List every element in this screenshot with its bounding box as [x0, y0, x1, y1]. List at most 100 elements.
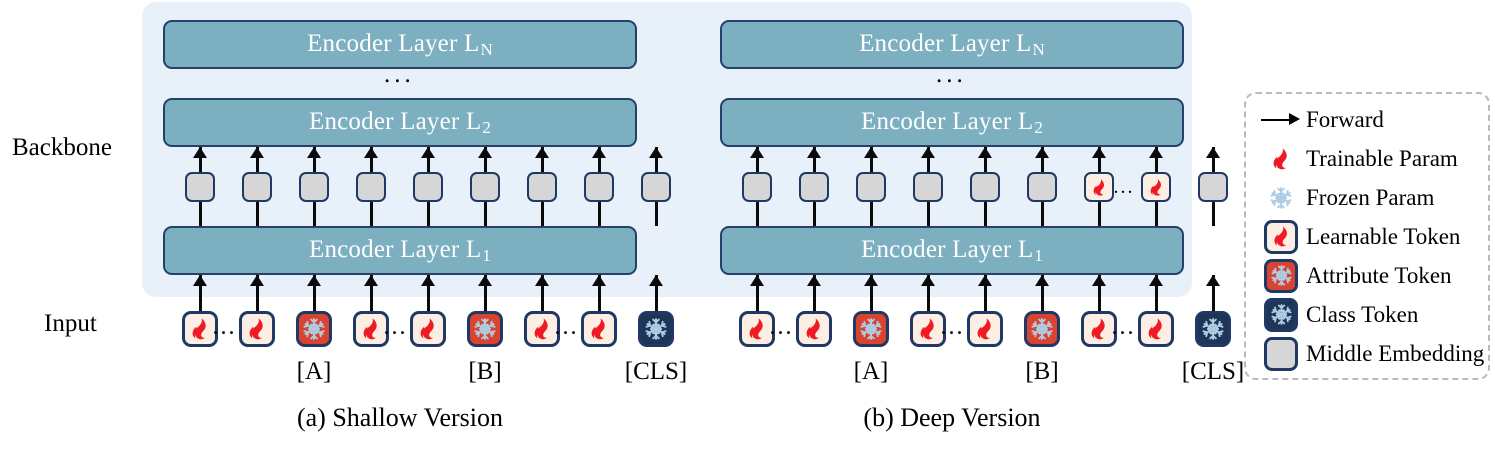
forward-arrowhead: [307, 147, 321, 158]
panel-caption-shallow: (a) Shallow Version: [296, 403, 504, 432]
forward-arrowhead: [364, 147, 378, 158]
connector-line: [597, 275, 601, 311]
middle-embedding: [413, 172, 443, 202]
connector-line: [198, 147, 202, 172]
legend-item-label: Learnable Token: [1306, 223, 1461, 249]
flame-icon: [920, 318, 934, 340]
legend-item-label: Forward: [1306, 106, 1384, 132]
connector-line: [1097, 147, 1101, 172]
middle-embedding: [970, 172, 1000, 202]
forward-arrowhead: [478, 147, 492, 158]
legend-item-middle-embedding: Middle Embedding: [1246, 334, 1488, 373]
forward-arrowhead: [1206, 275, 1220, 286]
encoder-layer-2: Encoder Layer L2: [720, 98, 1184, 147]
forward-arrowhead: [250, 275, 264, 286]
flame-icon: [420, 318, 434, 340]
connector-line: [755, 275, 759, 311]
flame-icon: [192, 318, 206, 340]
encoder-layer-N: Encoder Layer LN: [163, 20, 637, 69]
learnable-token: [410, 311, 446, 347]
connector-line: [755, 202, 759, 226]
connector-line: [983, 202, 987, 226]
input-row-ellipsis: ...: [940, 314, 965, 340]
connector-line: [597, 202, 601, 226]
connector-line: [198, 202, 202, 226]
connector-line: [869, 275, 873, 311]
learnable-token: [796, 311, 832, 347]
connector-line: [983, 147, 987, 172]
forward-arrowhead: [592, 147, 606, 158]
snowflake-icon: [303, 318, 325, 340]
encoder-layer-subscript: 1: [1034, 245, 1044, 265]
attribute-token: [853, 311, 889, 347]
backbone-row-label: Backbone: [12, 134, 112, 161]
connector-line: [812, 275, 816, 311]
encoder-layer-label: Encoder Layer L2: [308, 107, 492, 137]
encoder-layer-1: Encoder Layer L1: [163, 226, 637, 275]
forward-arrowhead: [364, 275, 378, 286]
attribute-token: [296, 311, 332, 347]
forward-arrowhead: [864, 275, 878, 286]
middle-embedding: [1198, 172, 1228, 202]
forward-arrowhead: [250, 147, 264, 158]
snowflake-icon: [1270, 186, 1292, 209]
connector-line: [869, 147, 873, 172]
encoder-layer-label: Encoder Layer LN: [859, 29, 1045, 59]
snowflake-icon: [1270, 265, 1292, 286]
legend-item-label: Middle Embedding: [1306, 340, 1485, 366]
middle-embedding: [299, 172, 329, 202]
input-row-ellipsis: ...: [1111, 314, 1136, 340]
flame-icon: [1273, 226, 1287, 247]
learnable-token: [910, 311, 946, 347]
learnable-token: [353, 311, 389, 347]
encoder-layer-subscript: 2: [1034, 117, 1044, 137]
token-label: [B]: [1025, 358, 1059, 385]
forward-arrowhead: [421, 275, 435, 286]
connector-line: [198, 275, 202, 311]
learnable-token: [1081, 311, 1117, 347]
encoder-layer-1: Encoder Layer L1: [720, 226, 1184, 275]
encoder-layer-subscript: N: [480, 39, 493, 59]
connector-line: [926, 147, 930, 172]
legend-item-snowflake: Frozen Param: [1246, 178, 1488, 217]
forward-arrowhead: [478, 275, 492, 286]
connector-line: [1211, 275, 1215, 311]
snowflake-icon: [1258, 186, 1304, 210]
connector-line: [426, 202, 430, 226]
token-label: [CLS]: [624, 358, 688, 385]
connector-line: [926, 202, 930, 226]
forward-arrowhead: [535, 275, 549, 286]
forward-arrowhead: [1149, 147, 1163, 158]
connector-line: [654, 275, 658, 311]
connector-line: [483, 147, 487, 172]
connector-line: [755, 147, 759, 172]
connector-line: [312, 202, 316, 226]
connector-line: [312, 275, 316, 311]
learnable-token: [739, 311, 775, 347]
connector-line: [1040, 147, 1044, 172]
snowflake-icon: [1031, 318, 1053, 340]
input-row-label: Input: [44, 310, 97, 337]
token-label: [A]: [296, 358, 332, 385]
encoder-layer-subscript: 2: [482, 117, 492, 137]
input-row-ellipsis: ...: [769, 314, 794, 340]
connector-line: [426, 147, 430, 172]
class-token: [1195, 311, 1231, 347]
forward-arrowhead: [193, 147, 207, 158]
attribute-token-icon: [1258, 258, 1304, 293]
flame-icon: [1258, 147, 1304, 171]
connector-line: [654, 147, 658, 172]
legend-item-label: Trainable Param: [1306, 145, 1458, 171]
token-label: [A]: [853, 358, 889, 385]
flame-icon: [249, 318, 263, 340]
middle-embedding: [356, 172, 386, 202]
connector-line: [1097, 202, 1101, 226]
middle-embedding-icon: [1258, 336, 1304, 371]
forward-arrowhead: [592, 275, 606, 286]
class-token-icon: [1258, 297, 1304, 332]
learnable-token: [524, 311, 560, 347]
connector-line: [540, 275, 544, 311]
connector-line: [369, 202, 373, 226]
flame-icon: [749, 318, 763, 340]
